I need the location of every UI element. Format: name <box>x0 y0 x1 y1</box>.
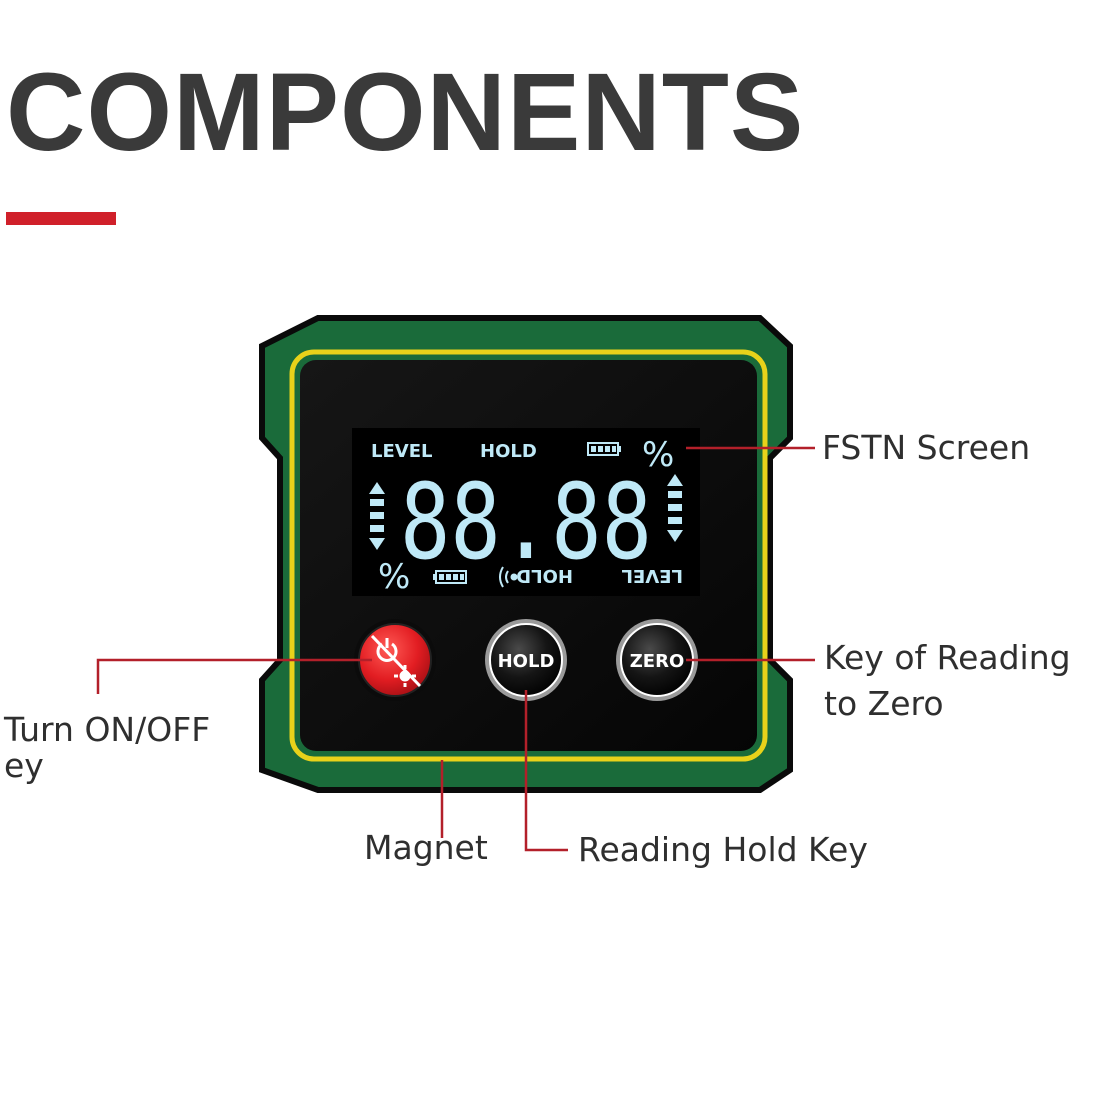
level-bar <box>668 517 682 524</box>
lcd-level-label: LEVEL <box>371 441 432 462</box>
zero-button-label: ZERO <box>630 651 685 672</box>
lcd-digits: 88.88 <box>400 461 652 583</box>
label-hold-key: Reading Hold Key <box>578 830 868 869</box>
level-bar <box>370 499 384 506</box>
arrow-up-icon <box>667 474 683 486</box>
arrow-up-icon <box>369 482 385 494</box>
fstn-screen <box>352 428 700 596</box>
arrow-down-icon <box>369 538 385 550</box>
hold-button[interactable]: HOLD <box>485 619 567 701</box>
lcd-percent-bottom: % <box>378 557 410 597</box>
battery-icon <box>587 442 621 456</box>
battery-icon <box>433 570 467 584</box>
lcd-percent-top: % <box>642 435 674 475</box>
level-bar <box>668 504 682 511</box>
level-bar <box>370 512 384 519</box>
leader-hold <box>524 690 568 852</box>
label-power-key-line2: ey <box>4 746 44 785</box>
device-frame <box>289 349 768 762</box>
callout-lines <box>96 446 815 852</box>
title-accent-bar <box>6 212 116 225</box>
power-button[interactable] <box>354 619 436 701</box>
label-zero-key-line2: to Zero <box>824 684 944 723</box>
lcd-hold-label: HOLD <box>480 441 537 462</box>
power-laser-icon <box>370 634 422 688</box>
label-zero-key-line1: Key of Reading <box>824 638 1071 677</box>
label-magnet: Magnet <box>364 828 488 867</box>
label-power-key-line1: Turn ON/OFF <box>4 710 211 749</box>
sound-icon <box>499 566 518 588</box>
leader-power <box>96 658 372 694</box>
level-bar <box>370 525 384 532</box>
zero-button[interactable]: ZERO <box>616 619 698 701</box>
lcd-contents: LEVEL HOLD % 88.88 % <box>369 435 683 597</box>
arrow-down-icon <box>667 530 683 542</box>
hold-button-label: HOLD <box>498 651 555 672</box>
page-title: COMPONENTS <box>6 51 805 174</box>
lcd-hold-label-inverted: HOLD <box>516 565 573 586</box>
lcd-level-label-inverted: LEVEL <box>622 565 683 586</box>
label-fstn-screen: FSTN Screen <box>822 428 1031 467</box>
level-bar <box>668 491 682 498</box>
